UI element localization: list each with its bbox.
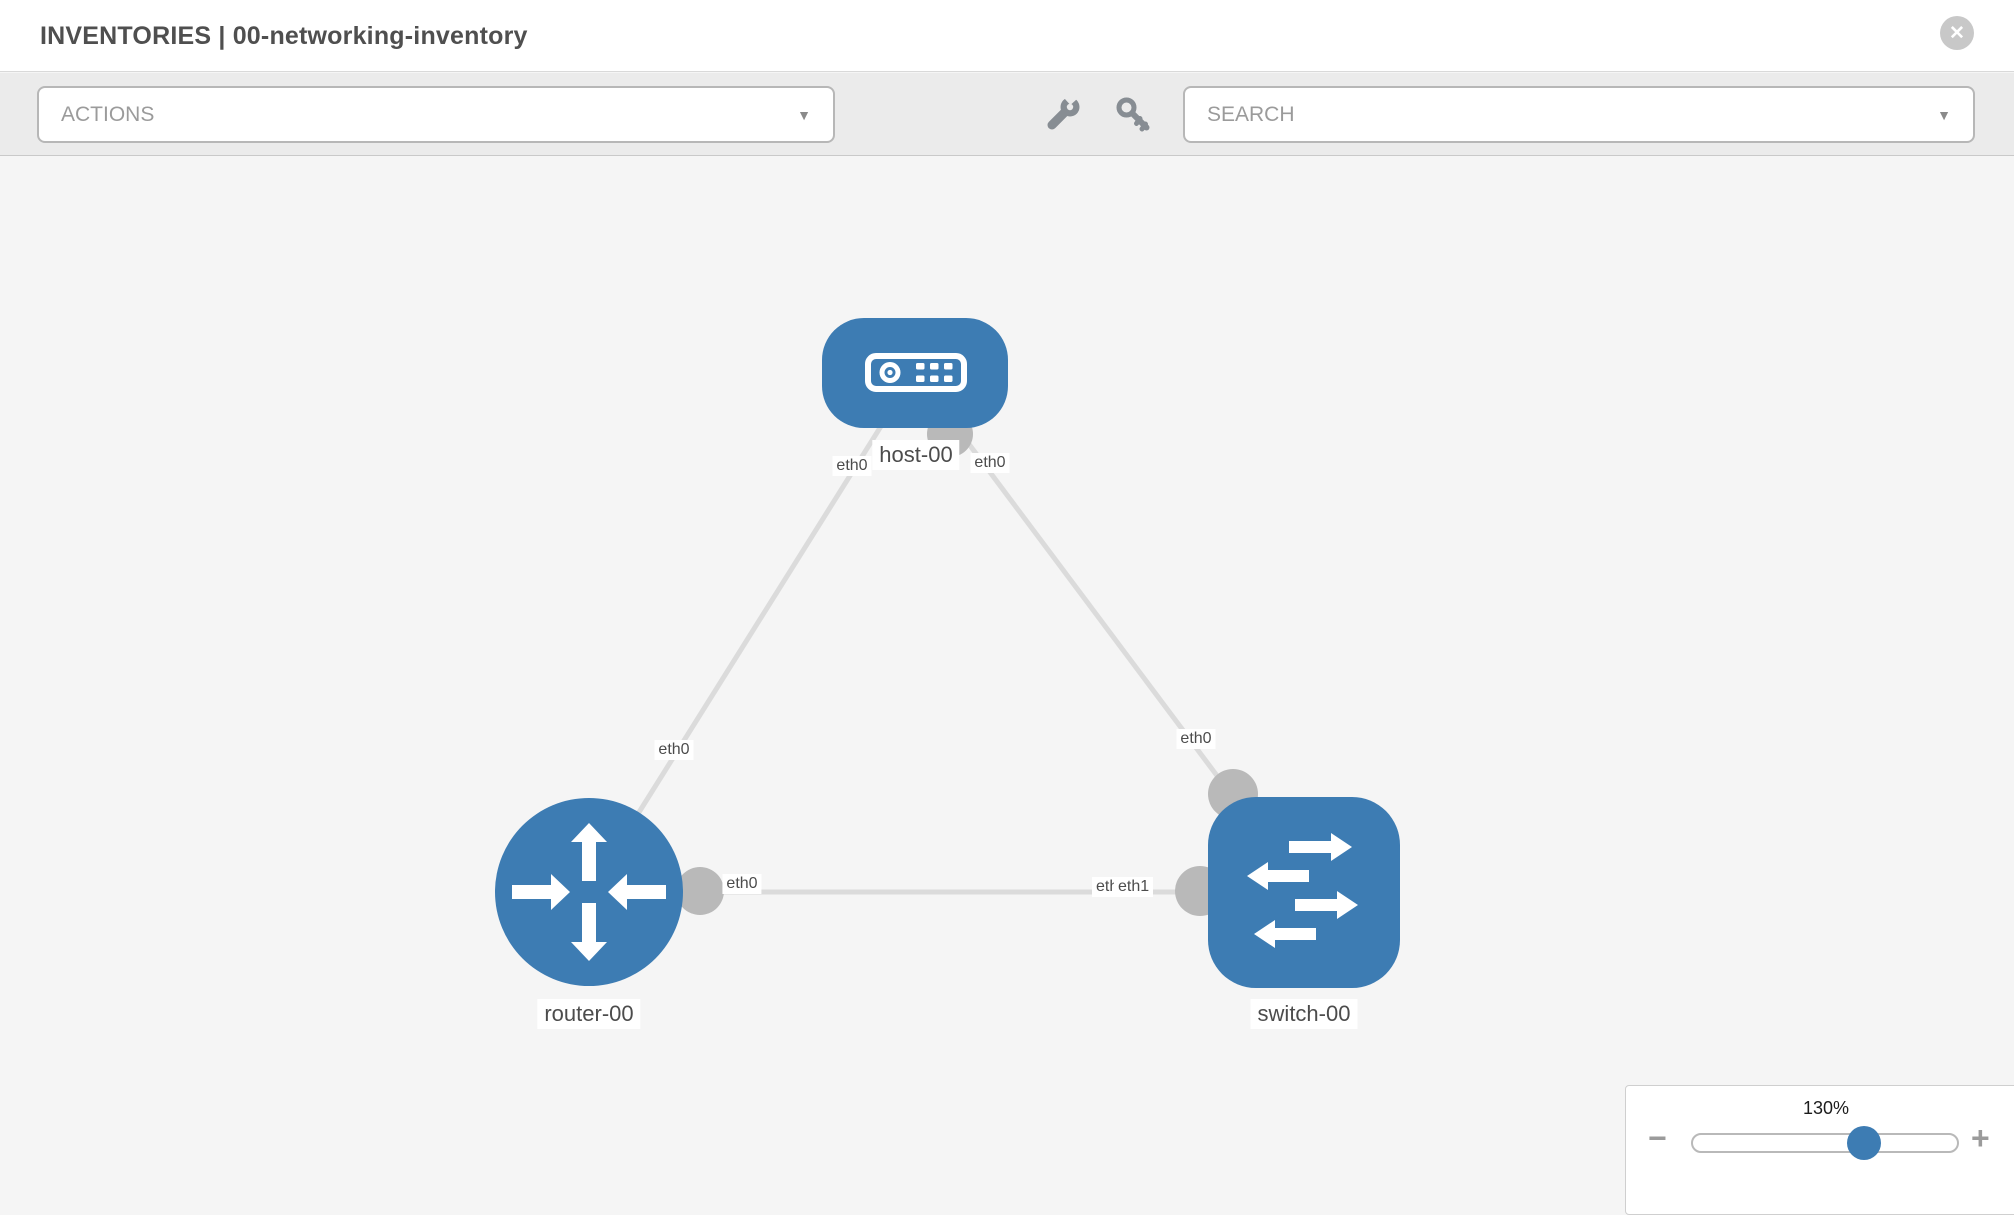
topology-graph: [495, 318, 1400, 988]
node-label-host: host-00: [872, 440, 960, 470]
node-host-00[interactable]: [822, 318, 1008, 428]
ports: [676, 411, 1258, 916]
chevron-down-icon: ▼: [797, 106, 811, 123]
zoom-slider-thumb[interactable]: [1847, 1126, 1881, 1160]
interface-label: eth1: [1114, 877, 1154, 897]
close-icon[interactable]: ✕: [1940, 16, 1974, 50]
node-router-00[interactable]: [495, 798, 683, 986]
topology-canvas[interactable]: eth0 eth0 eth0 eth0 eth0 eth0 eth1 host-…: [0, 156, 2014, 1215]
chevron-down-icon: ▼: [1937, 106, 1951, 123]
search-dropdown[interactable]: SEARCH ▼: [1183, 86, 1975, 143]
page-title: INVENTORIES | 00-networking-inventory: [40, 21, 528, 50]
interface-label: eth0: [970, 453, 1010, 473]
interface-label: eth0: [1176, 729, 1216, 749]
interface-label: eth0: [654, 740, 694, 760]
interface-label: eth0: [832, 456, 872, 476]
node-label-router: router-00: [537, 999, 641, 1029]
zoom-out-button[interactable]: −: [1648, 1120, 1667, 1156]
port-router-eth0[interactable]: [676, 867, 724, 915]
interface-label: eth0: [722, 874, 762, 894]
zoom-level: 130%: [1802, 1098, 1850, 1118]
wrench-icon[interactable]: [1044, 95, 1082, 133]
server-icon: [865, 353, 967, 392]
zoom-panel: 130% − +: [1625, 1085, 2014, 1215]
node-label-switch: switch-00: [1250, 999, 1358, 1029]
search-dropdown-label: SEARCH: [1207, 102, 1295, 126]
actions-dropdown-label: ACTIONS: [61, 102, 155, 126]
close-glyph: ✕: [1949, 22, 1965, 44]
actions-dropdown[interactable]: ACTIONS ▼: [37, 86, 835, 143]
zoom-in-button[interactable]: +: [1971, 1120, 1990, 1156]
key-icon[interactable]: [1114, 95, 1152, 133]
toolbar: ACTIONS ▼ SEARCH ▼: [0, 73, 2014, 156]
zoom-slider-track[interactable]: [1691, 1133, 1959, 1153]
switch-icon: [1247, 833, 1358, 948]
node-switch-00[interactable]: [1208, 797, 1400, 988]
router-icon: [512, 823, 666, 961]
header: INVENTORIES | 00-networking-inventory ✕: [0, 0, 2014, 72]
